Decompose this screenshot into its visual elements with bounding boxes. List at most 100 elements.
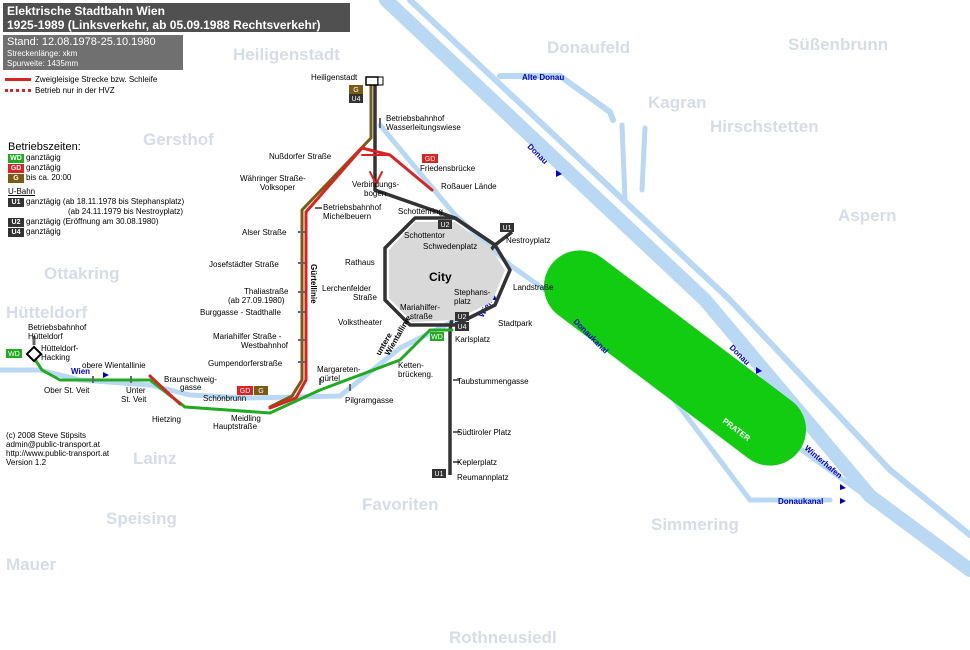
- station-stephansplatz-1: Stephans-: [454, 288, 491, 297]
- svg-text:GD: GD: [425, 156, 436, 163]
- svg-text:WD: WD: [431, 334, 443, 341]
- station-nestroyplatz: Nestroyplatz: [506, 236, 550, 245]
- credits-url[interactable]: http://www.public-transport.at: [6, 449, 110, 458]
- district-rothneusiedl: Rothneusiedl: [449, 628, 557, 647]
- station-labels: Heiligenstadt Betriebsbahnhof Wasserleit…: [28, 73, 554, 482]
- verbindungsbogen: [361, 154, 391, 185]
- neue-donau: [407, 0, 970, 538]
- station-waehringer-2: Volksoper: [260, 183, 295, 192]
- credits-email[interactable]: admin@public-transport.at: [6, 440, 100, 449]
- ubahn-lines: [373, 78, 514, 475]
- district-mauer: Mauer: [6, 555, 56, 574]
- station-bbf-michel-2: Michelbeuern: [323, 212, 371, 221]
- station-schottentor: Schottentor: [404, 231, 445, 240]
- station-bbf-wasser-1: Betriebsbahnhof: [386, 114, 445, 123]
- map-title-box: Elektrische Stadtbahn Wien 1925-1989 (Li…: [3, 3, 350, 32]
- station-huetteldorf-1: Hütteldorf-: [41, 344, 79, 353]
- arrow-icon: [103, 372, 109, 378]
- svg-text:U2: U2: [458, 314, 467, 321]
- map-subtitle: 1925-1989 (Linksverkehr, ab 05.09.1988 R…: [7, 18, 321, 32]
- arrow-icon: [840, 498, 846, 504]
- label-wien-1: Wien: [71, 367, 90, 376]
- station-meidling-2: Hauptstraße: [213, 422, 258, 431]
- district-aspern: Aspern: [838, 206, 897, 225]
- prater-park: [543, 250, 807, 466]
- station-lerchenfelder-2: Straße: [353, 293, 378, 302]
- alte-donau-arm: [619, 122, 648, 203]
- svg-text:U1: U1: [435, 471, 444, 478]
- station-schwedenplatz: Schwedenplatz: [423, 242, 477, 251]
- station-landstrasse: Landstraße: [513, 283, 554, 292]
- obere-wientallinie-label: obere Wientallinie: [82, 361, 146, 370]
- station-margaretenguertel-2: gürtel: [320, 374, 340, 383]
- svg-text:GD: GD: [240, 388, 251, 395]
- station-waehringer-1: Währinger Straße-: [240, 174, 306, 183]
- station-stephansplatz-2: platz: [454, 297, 471, 306]
- station-margaretenguertel-1: Margareten-: [317, 365, 361, 374]
- wd-line: [30, 328, 454, 415]
- station-ober-st-veit: Ober St. Veit: [44, 386, 90, 395]
- city-area: [389, 222, 505, 322]
- station-reumannplatz: Reumannplatz: [457, 473, 509, 482]
- station-burggasse: Burggasse - Stadthalle: [200, 308, 281, 317]
- svg-text:U1: U1: [503, 225, 512, 232]
- badge-schottenring-u2: U2: [438, 220, 452, 229]
- station-bbf-huetteldorf-1: Betriebsbahnhof: [28, 323, 87, 332]
- svg-text:U2: U2: [441, 222, 450, 229]
- station-braunschweiggasse-1: Braunschweig-: [164, 375, 217, 384]
- arrow-icon: [840, 484, 846, 490]
- svg-text:U4: U4: [352, 96, 361, 103]
- station-pilgramgasse: Pilgramgasse: [345, 396, 394, 405]
- station-hietzing: Hietzing: [152, 415, 181, 424]
- gauge-text: Spurweite: 1435mm: [7, 59, 79, 68]
- winterhafen-water: [792, 442, 863, 495]
- hours-title: Betriebszeiten:: [8, 141, 81, 153]
- guertellinie-label: Gürtellinie: [309, 264, 318, 304]
- badge-meidling-gd: GD: [237, 386, 253, 395]
- label-donaukanal-2: Donaukanal: [778, 497, 823, 506]
- district-kagran: Kagran: [648, 93, 707, 112]
- svg-text:G: G: [353, 87, 358, 94]
- arrow-icon: [756, 367, 762, 374]
- legend-rush-hour: Betrieb nur in der HVZ: [3, 85, 183, 96]
- district-huetteldorf: Hütteldorf: [6, 303, 88, 322]
- svg-text:G: G: [258, 388, 263, 395]
- credits: (c) 2008 Steve Stipsits admin@public-tra…: [6, 431, 109, 467]
- hours-row: (ab 24.11.1979 bis Nestroyplatz): [68, 207, 184, 216]
- station-taubstummengasse: Taubstummengasse: [457, 377, 529, 386]
- badge-friedensbruecke-gd: GD: [422, 154, 438, 163]
- station-thaliastrasse-1: Thaliastraße: [244, 287, 289, 296]
- station-unter-st-veit-1: Unter: [126, 386, 146, 395]
- station-bbf-michel-1: Betriebsbahnhof: [323, 203, 382, 212]
- badge-karlsplatz-u2: U2: [455, 312, 469, 321]
- station-mariahilfer-west-1: Mariahilfer Straße -: [213, 332, 282, 341]
- info-box: Stand: 12.08.1978-25.10.1980 Streckenlän…: [3, 35, 183, 70]
- station-schottenring: Schottenring: [398, 207, 443, 216]
- ubahn-title: U-Bahn: [8, 187, 36, 196]
- badge-karlsplatz-u4: U4: [455, 322, 469, 331]
- station-verbindungsbogen-1: Verbindungs-: [352, 180, 399, 189]
- station-bbf-wasser-2: Wasserleitungswiese: [386, 123, 461, 132]
- district-heiligenstadt: Heiligenstadt: [233, 45, 340, 64]
- g-line: [268, 80, 373, 409]
- station-suedtiroler: Südtiroler Platz: [457, 428, 511, 437]
- station-bbf-huetteldorf-2: Hütteldorf: [28, 332, 63, 341]
- station-schoenbrunn: Schönbrunn: [203, 394, 246, 403]
- station-kettenbrueckengasse-2: brückeng.: [398, 370, 433, 379]
- station-nussdorfer: Nußdorfer Straße: [269, 152, 332, 161]
- length-text: Streckenlänge: xkm: [7, 49, 78, 58]
- district-gersthof: Gersthof: [143, 130, 214, 149]
- map-badges: G U4 GD U2 U1 U2 U4 WD WD GD G U1: [6, 85, 514, 478]
- station-josefstaedter: Josefstädter Straße: [209, 260, 279, 269]
- district-donaufeld: Donaufeld: [547, 38, 630, 57]
- huetteldorf-terminal: [25, 336, 43, 363]
- legend-double-track: Zweigleisige Strecke bzw. Schleife: [3, 74, 183, 85]
- station-heiligenstadt: Heiligenstadt: [311, 73, 358, 82]
